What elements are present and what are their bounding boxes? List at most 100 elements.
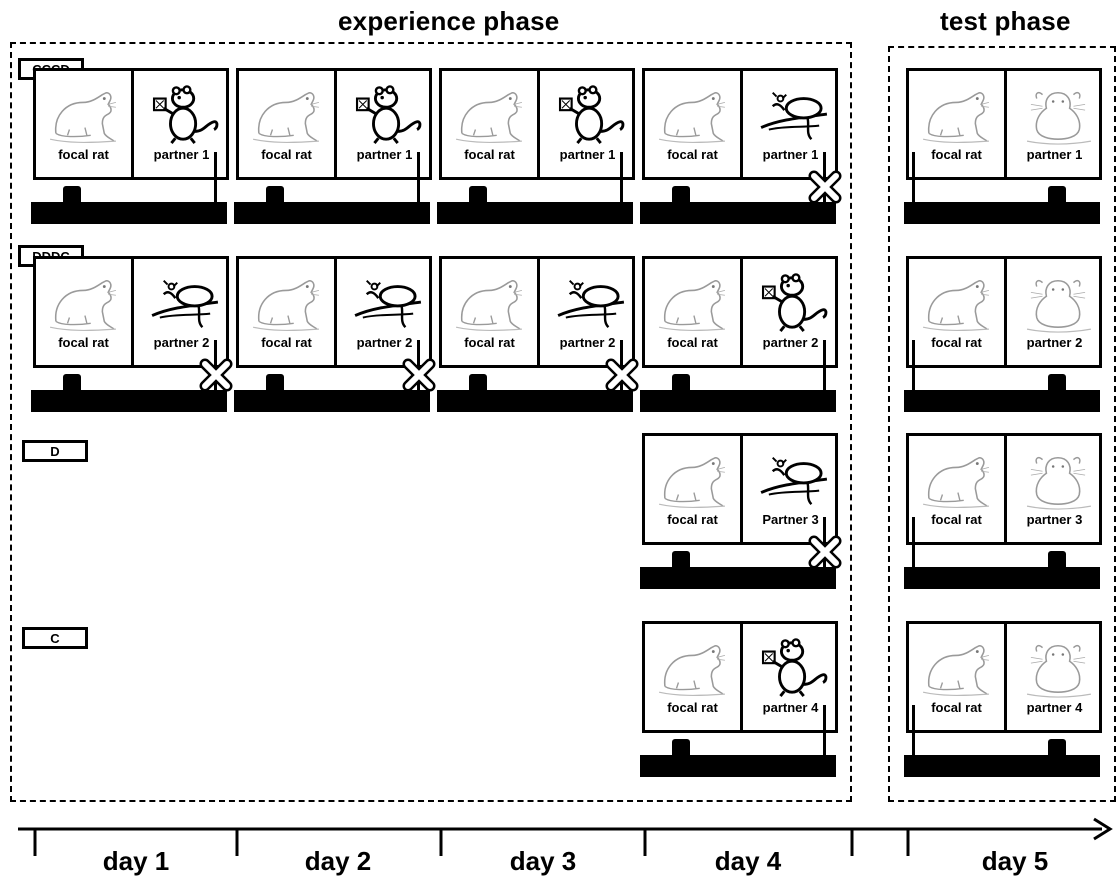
- cage: focal rat partner 3: [906, 433, 1102, 545]
- cage: focal rat partner 2: [906, 256, 1102, 368]
- focal-rat-label: focal rat: [931, 147, 982, 162]
- food-block: [266, 374, 284, 390]
- test-phase-box: [888, 46, 1116, 802]
- partner-rat-label: partner 2: [356, 335, 413, 350]
- pull-rod: [912, 705, 915, 757]
- day-label-1: day 1: [102, 846, 170, 876]
- pull-rod: [214, 152, 217, 204]
- pull-rod: [417, 152, 420, 204]
- rat-sitting-icon: [49, 91, 116, 143]
- x-mark-icon: [808, 170, 842, 204]
- rat-pulling-food-icon: [558, 85, 625, 144]
- pull-rod: [620, 152, 623, 204]
- partner-compartment: partner 3: [1004, 436, 1102, 542]
- food-block: [672, 739, 690, 755]
- food-tray: [640, 390, 836, 412]
- rat-pulling-food-icon: [355, 85, 422, 144]
- pull-rod: [823, 340, 826, 392]
- pull-rod: [620, 340, 623, 392]
- food-tray: [31, 390, 227, 412]
- focal-rat-label: focal rat: [58, 147, 109, 162]
- pull-rod: [912, 517, 915, 569]
- partner-compartment: Partner 3: [740, 436, 838, 542]
- rat-sitting-icon: [658, 644, 725, 696]
- day-label-2: day 2: [304, 846, 372, 876]
- cage: focal rat partner 1: [33, 68, 229, 180]
- rat-pulling-food-icon: [761, 638, 828, 697]
- partner-compartment: partner 4: [740, 624, 838, 730]
- partner-rat-label: partner 2: [559, 335, 616, 350]
- rat-sitting-icon: [922, 456, 989, 508]
- food-tray: [234, 202, 430, 224]
- food-tray: [904, 202, 1100, 224]
- partner-compartment: partner 2: [1004, 259, 1102, 365]
- partner-compartment: partner 2: [740, 259, 838, 365]
- food-block: [1048, 739, 1066, 755]
- rat-sitting-icon: [922, 644, 989, 696]
- partner-compartment: partner 1: [131, 71, 229, 177]
- focal-compartment: focal rat: [36, 71, 131, 177]
- focal-compartment: focal rat: [442, 259, 537, 365]
- focal-rat-label: focal rat: [931, 700, 982, 715]
- focal-rat-label: focal rat: [931, 335, 982, 350]
- food-block: [266, 186, 284, 202]
- x-mark-icon: [605, 358, 639, 392]
- rat-sitting-icon: [922, 91, 989, 143]
- partner-rat-label: partner 1: [559, 147, 616, 162]
- food-tray: [640, 755, 836, 777]
- pull-rod: [912, 152, 915, 204]
- food-block: [672, 551, 690, 567]
- rat-lying-icon: [151, 280, 219, 329]
- partner-compartment: partner 1: [1004, 71, 1102, 177]
- rat-facing-icon: [1026, 279, 1092, 333]
- rat-sitting-icon: [658, 456, 725, 508]
- rat-pulling-food-icon: [761, 273, 828, 332]
- rat-sitting-icon: [252, 91, 319, 143]
- focal-rat-label: focal rat: [667, 512, 718, 527]
- x-mark-icon: [402, 358, 436, 392]
- food-block: [1048, 551, 1066, 567]
- day-label-3: day 3: [509, 846, 577, 876]
- focal-compartment: focal rat: [442, 71, 537, 177]
- partner-rat-label: partner 2: [762, 335, 819, 350]
- experience-phase-box: [10, 42, 852, 802]
- food-tray: [904, 567, 1100, 589]
- rat-sitting-icon: [252, 279, 319, 331]
- focal-compartment: focal rat: [909, 436, 1004, 542]
- cage: focal rat partner 1: [906, 68, 1102, 180]
- rat-lying-icon: [354, 280, 422, 329]
- focal-rat-label: focal rat: [931, 512, 982, 527]
- rat-sitting-icon: [455, 91, 522, 143]
- food-tray: [904, 390, 1100, 412]
- food-block: [672, 374, 690, 390]
- test-phase-title: test phase: [940, 6, 1071, 36]
- condition-label-d: D: [22, 440, 88, 462]
- pull-rod: [823, 517, 826, 569]
- partner-compartment: partner 1: [740, 71, 838, 177]
- food-tray: [904, 755, 1100, 777]
- focal-rat-label: focal rat: [667, 700, 718, 715]
- partner-rat-label: partner 2: [153, 335, 210, 350]
- focal-compartment: focal rat: [909, 259, 1004, 365]
- rat-sitting-icon: [49, 279, 116, 331]
- cage: focal rat Partner 3: [642, 433, 838, 545]
- focal-rat-label: focal rat: [464, 147, 515, 162]
- partner-compartment: partner 1: [537, 71, 635, 177]
- food-block: [1048, 374, 1066, 390]
- rat-facing-icon: [1026, 456, 1092, 510]
- rat-sitting-icon: [658, 91, 725, 143]
- food-block: [1048, 186, 1066, 202]
- focal-compartment: focal rat: [909, 624, 1004, 730]
- rat-sitting-icon: [922, 279, 989, 331]
- food-block: [469, 374, 487, 390]
- partner-rat-label: partner 1: [762, 147, 819, 162]
- focal-compartment: focal rat: [909, 71, 1004, 177]
- focal-rat-label: focal rat: [667, 147, 718, 162]
- rat-facing-icon: [1026, 644, 1092, 698]
- focal-rat-label: focal rat: [58, 335, 109, 350]
- day-label-5: day 5: [981, 846, 1049, 876]
- partner-rat-label: partner 2: [1026, 335, 1083, 350]
